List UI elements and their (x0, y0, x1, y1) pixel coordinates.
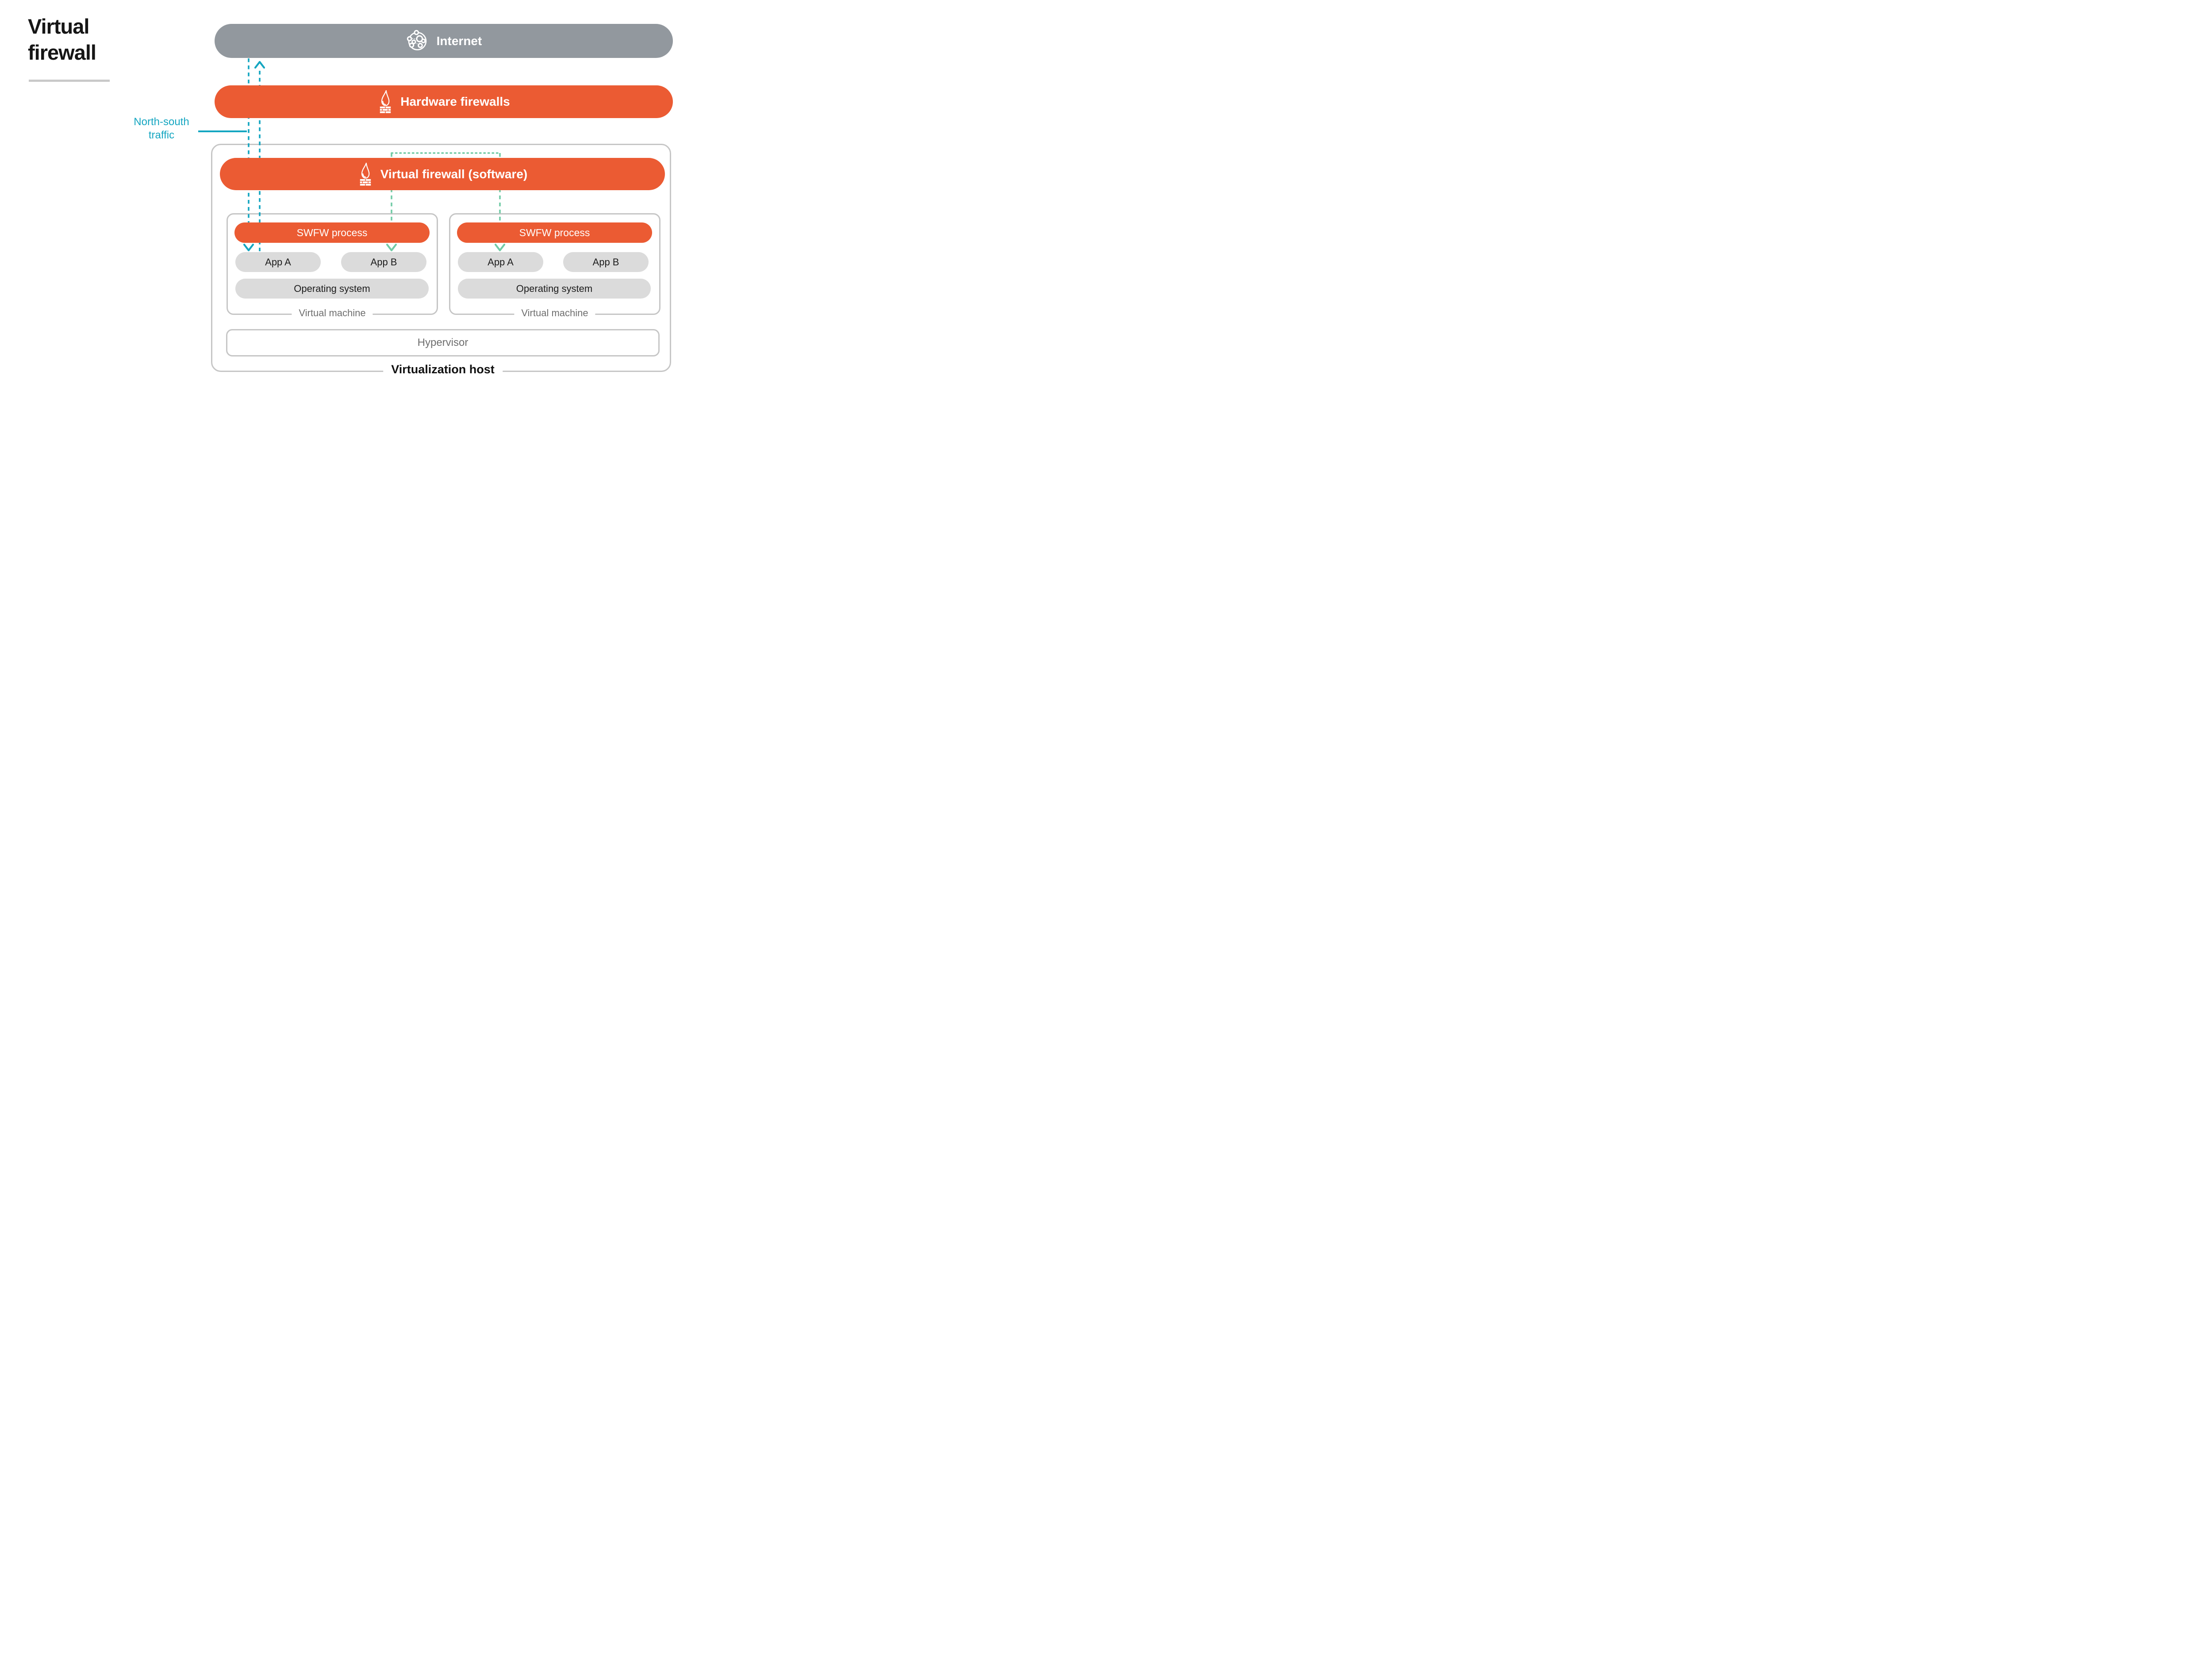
hypervisor-label: Hypervisor (417, 337, 469, 349)
virtual-firewall-label: Virtual firewall (software) (380, 167, 528, 181)
operating-system-label: Operating system (294, 283, 370, 294)
operating-system-bar-vm1: Operating system (235, 279, 429, 299)
virtualization-host-caption: Virtualization host (383, 363, 503, 376)
flame-brickwall-icon (380, 90, 391, 113)
app-a-label: App A (265, 256, 291, 268)
swfw-process-bar-vm2: SWFW process (457, 222, 652, 243)
flame-brickwall-icon (360, 162, 371, 186)
app-b-label: App B (592, 256, 619, 268)
swfw-process-label: SWFW process (296, 226, 368, 238)
hardware-firewalls-bar: Hardware firewalls (215, 85, 673, 118)
page-title: Virtual firewall (28, 15, 96, 64)
virtual-firewall-diagram: Virtual firewall North-south traffic (0, 0, 694, 390)
hardware-firewalls-label: Hardware firewalls (400, 95, 510, 108)
app-b-pill-vm2: App B (563, 252, 649, 272)
operating-system-label: Operating system (516, 283, 593, 294)
app-a-pill-vm2: App A (458, 252, 543, 272)
internet-bar: Internet (215, 24, 673, 58)
app-a-pill-vm1: App A (235, 252, 321, 272)
app-a-label: App A (488, 256, 514, 268)
app-b-pill-vm1: App B (341, 252, 426, 272)
app-b-label: App B (370, 256, 397, 268)
north-south-traffic-label: North-south traffic (134, 116, 189, 141)
operating-system-bar-vm2: Operating system (458, 279, 651, 299)
virtual-firewall-bar: Virtual firewall (software) (220, 158, 665, 190)
swfw-process-label: SWFW process (519, 226, 590, 238)
north-south-pointer-line (198, 130, 247, 132)
north-south-up-arrowhead (254, 61, 265, 69)
internet-bar-label: Internet (436, 34, 482, 48)
hypervisor-bar: Hypervisor (226, 329, 660, 356)
swfw-process-bar-vm1: SWFW process (234, 222, 430, 243)
virtual-machine-caption-2: Virtual machine (514, 307, 595, 319)
title-divider (29, 80, 110, 82)
network-globe-icon (407, 30, 426, 50)
virtual-machine-caption-1: Virtual machine (292, 307, 373, 319)
